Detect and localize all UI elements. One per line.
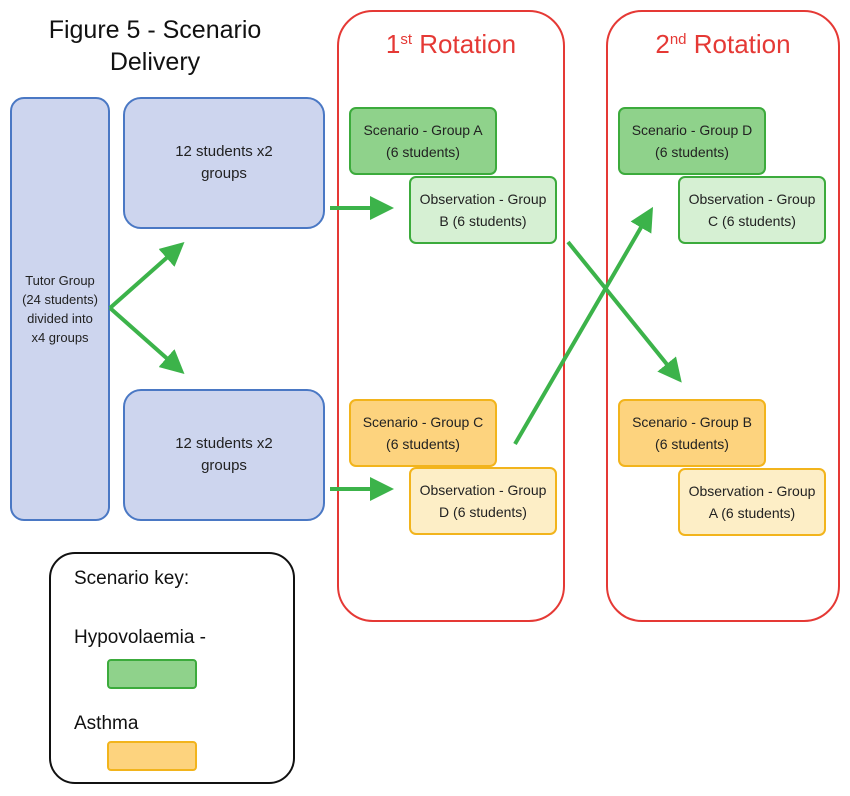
hypovolaemia-swatch: [107, 659, 197, 689]
asthma-label: Asthma: [74, 713, 139, 734]
r2-observation-group-c: Observation - Group C (6 students): [678, 176, 826, 244]
figure-title: Figure 5 - Scenario Delivery: [20, 14, 290, 78]
r1-observation-group-b-text: Observation - Group B (6 students): [419, 191, 547, 229]
r2-observation-group-a-text: Observation - Group A (6 students): [688, 483, 816, 521]
r2-observation-group-c-text: Observation - Group C (6 students): [688, 191, 816, 229]
r1-scenario-group-a-text: Scenario - Group A (6 students): [363, 122, 483, 160]
scenario-key-box: [49, 552, 295, 784]
arrow-cross-up: [513, 206, 654, 446]
tutor-group-text: Tutor Group (24 students) divided into x…: [22, 273, 98, 345]
figure-title-line2: Delivery: [109, 48, 201, 76]
r2-scenario-group-d-text: Scenario - Group D (6 students): [631, 122, 753, 160]
first-rotation-suffix: st: [400, 31, 413, 48]
bottom-split-box: 12 students x2 groups: [123, 389, 325, 521]
tutor-group-box: Tutor Group (24 students) divided into x…: [10, 97, 110, 521]
first-rotation-frame: [337, 10, 565, 622]
arrow-tutor-to-bottom: [108, 306, 185, 374]
figure-title-line1: Figure 5 - Scenario: [48, 16, 262, 44]
asthma-swatch: [107, 741, 197, 771]
second-rotation-suffix: nd: [669, 31, 687, 48]
arrow-tutor-to-top: [108, 242, 185, 310]
r1-observation-group-d: Observation - Group D (6 students): [409, 467, 557, 535]
r1-scenario-group-c: Scenario - Group C (6 students): [349, 399, 497, 467]
r1-observation-group-d-text: Observation - Group D (6 students): [419, 482, 547, 520]
hypovolaemia-label: Hypovolaemia -: [74, 627, 206, 648]
r2-scenario-group-b: Scenario - Group B (6 students): [618, 399, 766, 467]
bottom-split-text: 12 students x2 groups: [175, 435, 273, 474]
r2-scenario-group-b-text: Scenario - Group B (6 students): [632, 414, 752, 452]
r2-observation-group-a: Observation - Group A (6 students): [678, 468, 826, 536]
second-rotation-number: 2: [655, 29, 670, 59]
arrow-cross-down: [566, 240, 682, 383]
top-split-box: 12 students x2 groups: [123, 97, 325, 229]
r2-scenario-group-d: Scenario - Group D (6 students): [618, 107, 766, 175]
second-rotation-title: 2nd Rotation: [606, 28, 840, 60]
second-rotation-label: Rotation: [693, 29, 791, 59]
scenario-key-heading: Scenario key:: [74, 568, 190, 589]
second-rotation-frame: [606, 10, 840, 622]
r1-observation-group-b: Observation - Group B (6 students): [409, 176, 557, 244]
r1-scenario-group-a: Scenario - Group A (6 students): [349, 107, 497, 175]
first-rotation-title: 1st Rotation: [337, 28, 565, 60]
r1-scenario-group-c-text: Scenario - Group C (6 students): [362, 414, 484, 452]
top-split-text: 12 students x2 groups: [175, 143, 273, 182]
first-rotation-number: 1: [385, 29, 401, 59]
first-rotation-label: Rotation: [419, 29, 517, 59]
